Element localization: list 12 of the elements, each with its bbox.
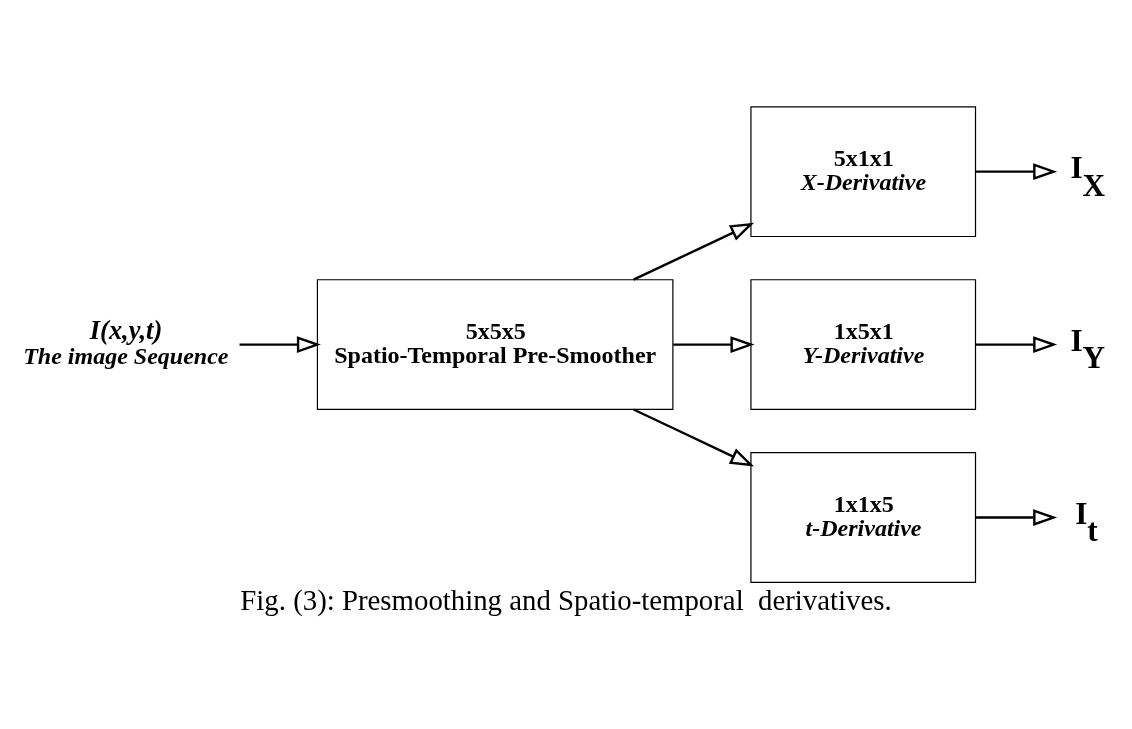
arrow	[633, 222, 755, 281]
node-box: 5x1x1 X-Derivative	[750, 105, 977, 237]
node-box: 1x5x1 Y-Derivative	[750, 278, 977, 410]
arrow	[239, 335, 321, 353]
arrow	[975, 508, 1058, 526]
arrow	[975, 335, 1058, 353]
arrow	[673, 335, 755, 353]
arrow	[633, 407, 755, 466]
node-box: 5x5x5 Spatio-Temporal Pre-Smoother	[316, 278, 674, 410]
caption: Fig. (3): Presmoothing and Spatio-temporal derivatives.	[240, 583, 892, 616]
arrow	[975, 162, 1058, 180]
node-box: 1x1x5 t-Derivative	[750, 451, 977, 583]
